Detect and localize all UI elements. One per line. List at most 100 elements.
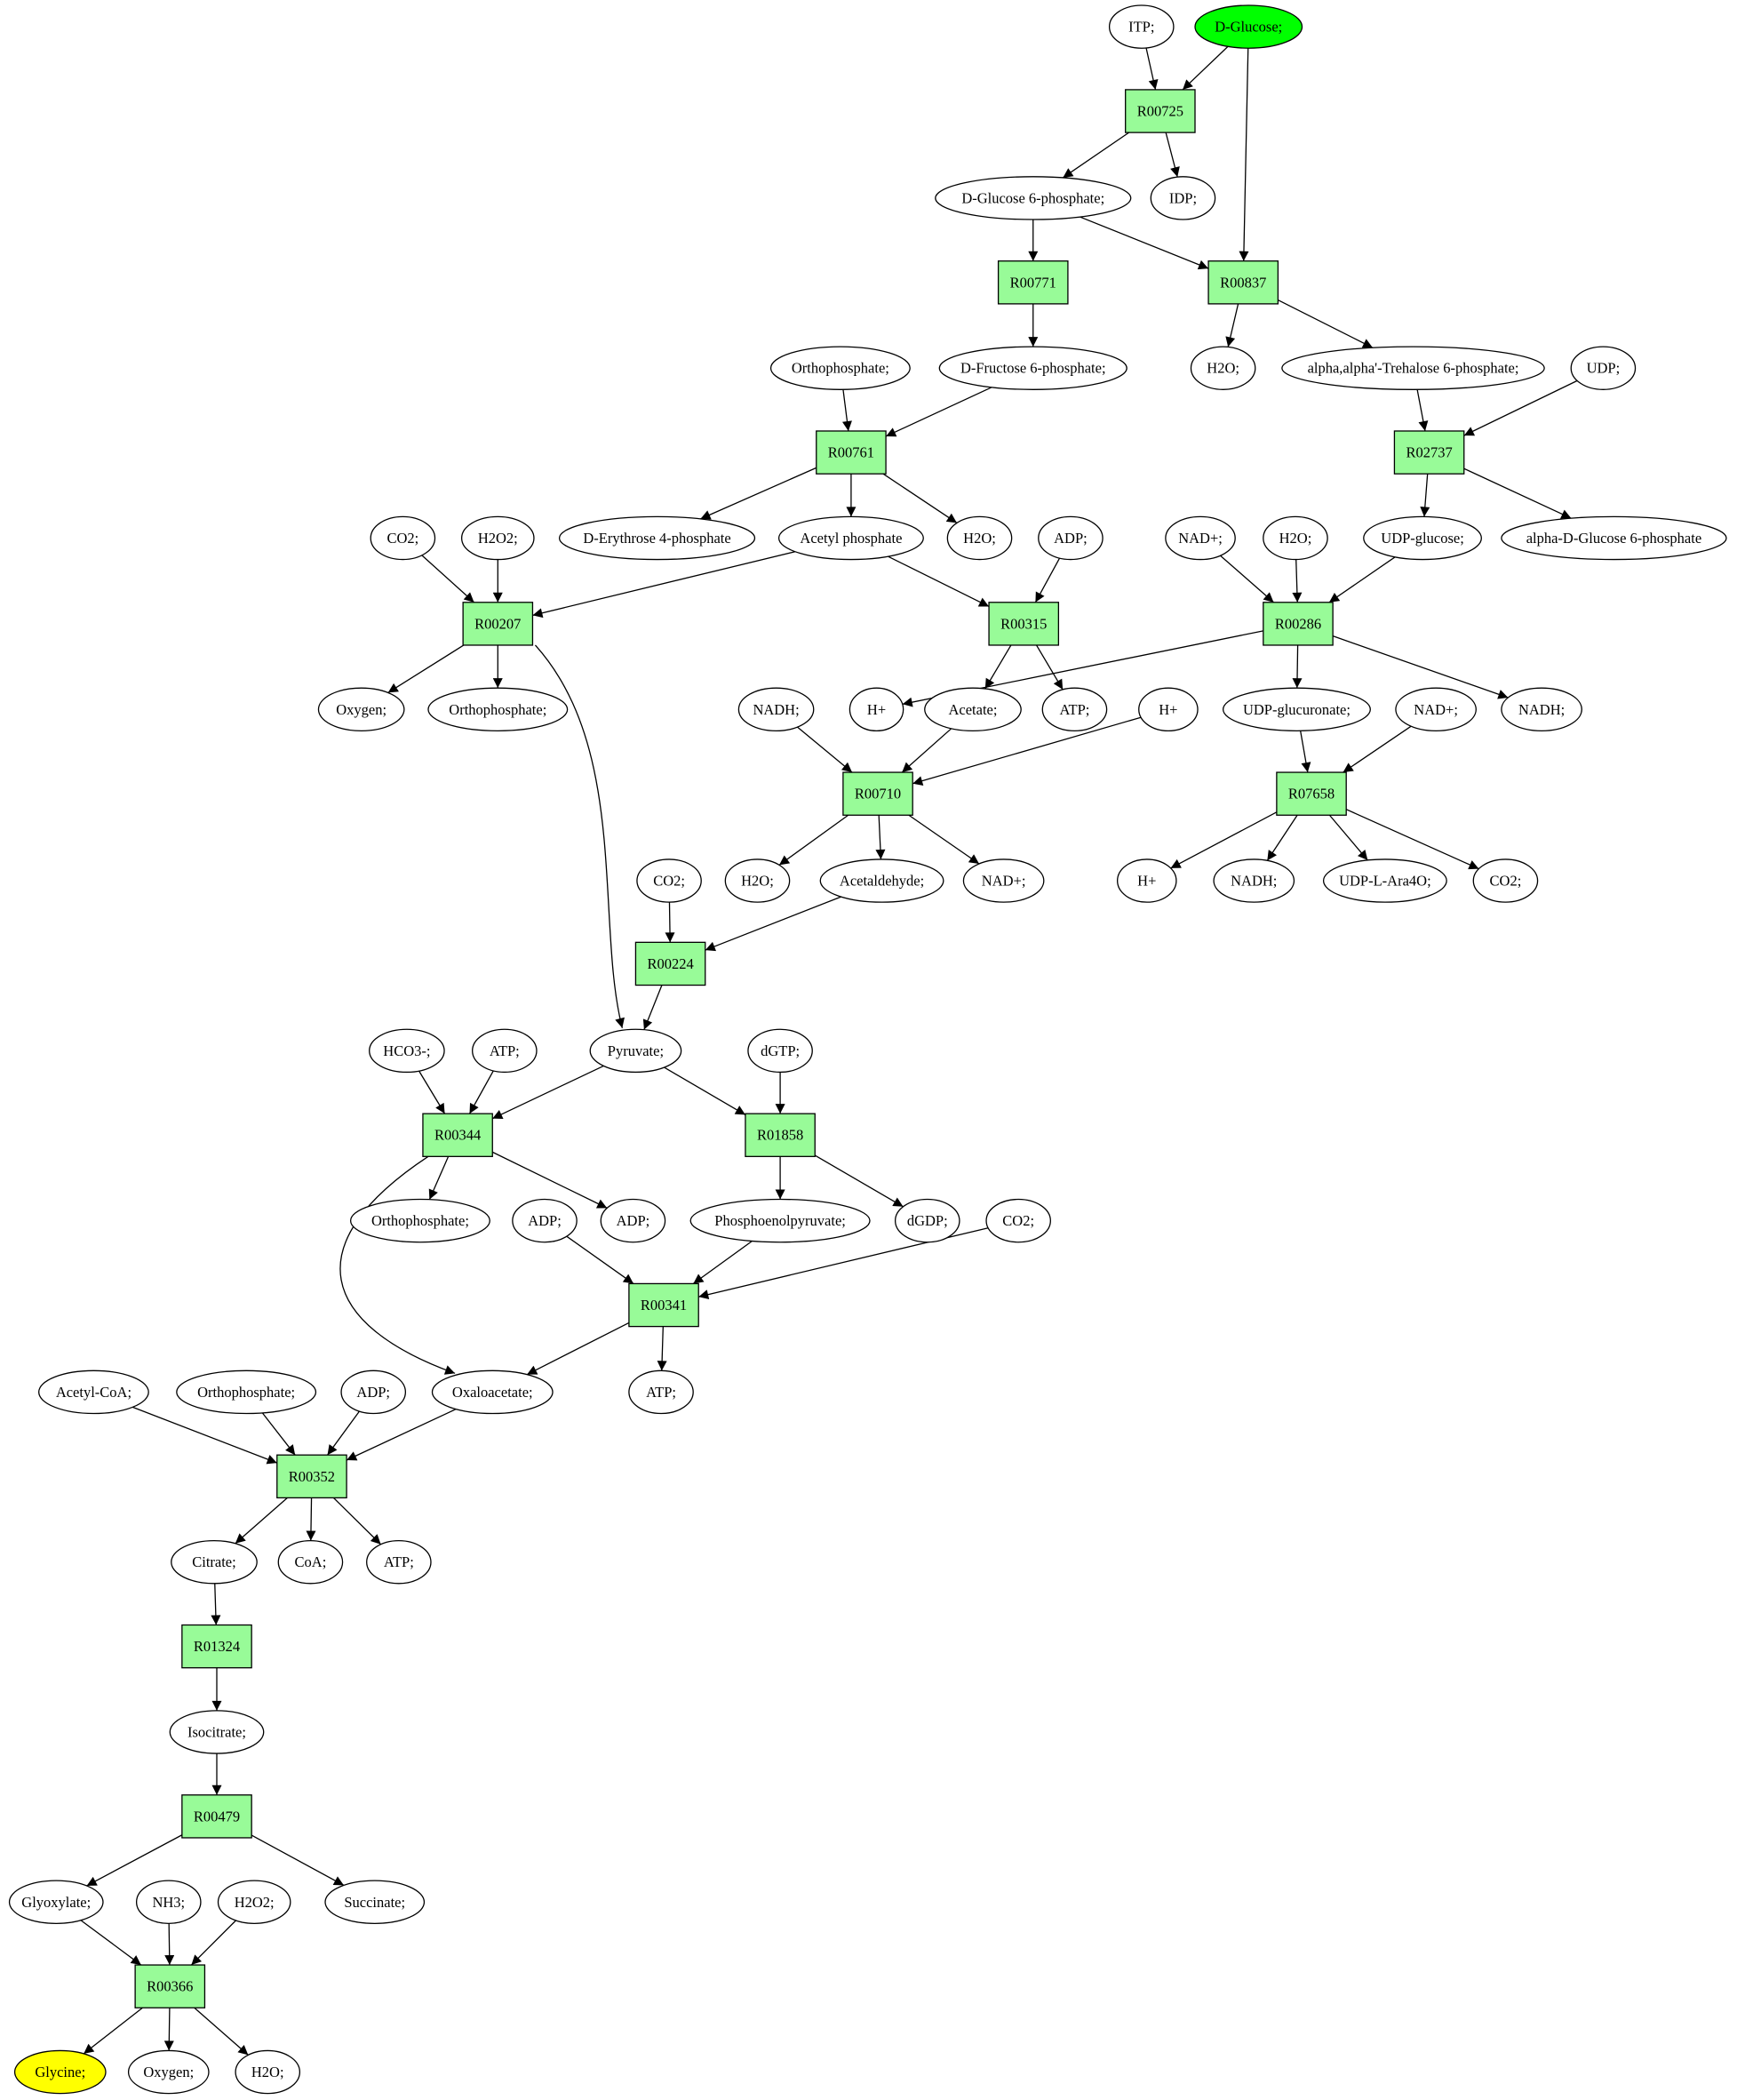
metabolite-atp-4[interactable]: ATP;: [366, 1539, 432, 1585]
reaction-r00837[interactable]: R00837: [1207, 260, 1279, 305]
metabolite-atp-2[interactable]: ATP;: [472, 1028, 538, 1074]
metabolite-h2o-4[interactable]: H2O;: [724, 858, 791, 903]
metabolite-hco3[interactable]: HCO3-;: [369, 1028, 445, 1074]
metabolite-f6p[interactable]: D-Fructose 6-phosphate;: [938, 346, 1127, 390]
node-layer: ITP; D-Glucose; D-Glucose 6-phosphate; IDP;…: [8, 4, 1727, 2095]
metabolite-accoa[interactable]: Acetyl-CoA;: [38, 1369, 149, 1415]
metabolite-pi-3[interactable]: Orthophosphate;: [349, 1198, 490, 1243]
metabolite-idp[interactable]: IDP;: [1150, 176, 1216, 220]
metabolite-h2o2-1[interactable]: H2O2;: [460, 515, 535, 561]
metabolite-ellipse: [171, 1539, 258, 1585]
metabolite-t6p[interactable]: alpha,alpha'-Trehalose 6-phosphate;: [1281, 346, 1545, 390]
metabolite-co2-4[interactable]: CO2;: [985, 1198, 1051, 1243]
metabolite-g6p[interactable]: D-Glucose 6-phosphate;: [935, 176, 1132, 220]
metabolite-h2o-1[interactable]: H2O;: [1190, 346, 1256, 390]
metabolite-ellipse: [985, 1198, 1051, 1243]
metabolite-atp-1[interactable]: ATP;: [1041, 687, 1108, 732]
reaction-r00341[interactable]: R00341: [628, 1282, 699, 1328]
metabolite-label: H2O2;: [235, 1894, 275, 1911]
metabolite-udpglc[interactable]: UDP-glucose;: [1363, 515, 1482, 561]
metabolite-coa[interactable]: CoA;: [277, 1539, 344, 1585]
metabolite-hp-2[interactable]: H+: [1138, 687, 1199, 732]
reaction-r00315[interactable]: R00315: [988, 602, 1060, 646]
metabolite-h2o-2[interactable]: H2O;: [946, 515, 1013, 561]
reaction-r00286[interactable]: R00286: [1263, 602, 1334, 646]
reaction-r02737[interactable]: R02737: [1393, 430, 1465, 475]
metabolite-nadh-3[interactable]: NADH;: [1213, 858, 1295, 903]
metabolite-oxy-1[interactable]: Oxygen;: [317, 687, 405, 732]
metabolite-glyox[interactable]: Glyoxylate;: [8, 1880, 104, 1925]
metabolite-pep[interactable]: Phosphoenolpyruvate;: [689, 1198, 871, 1243]
reaction-r00207[interactable]: R00207: [462, 602, 534, 646]
metabolite-co2-3[interactable]: CO2;: [1472, 858, 1539, 903]
metabolite-isocit[interactable]: Isocitrate;: [169, 1710, 265, 1754]
reaction-r00224[interactable]: R00224: [634, 941, 706, 986]
metabolite-nadh-1[interactable]: NADH;: [1501, 687, 1582, 732]
edge-f6p-to-r00761: [885, 387, 992, 437]
metabolite-udp-1[interactable]: UDP;: [1570, 346, 1637, 390]
edge-r00366-to-glycine: [83, 2007, 143, 2055]
reaction-r00352[interactable]: R00352: [276, 1454, 347, 1499]
metabolite-h2o-3[interactable]: H2O;: [1263, 515, 1328, 561]
reaction-r00771[interactable]: R00771: [997, 260, 1069, 305]
metabolite-acp[interactable]: Acetyl phosphate: [777, 515, 924, 561]
reaction-label: R00837: [1220, 274, 1266, 291]
reaction-r00344[interactable]: R00344: [422, 1113, 493, 1157]
metabolite-label: HCO3-;: [383, 1042, 430, 1059]
metabolite-succ[interactable]: Succinate;: [324, 1880, 426, 1925]
metabolite-acald[interactable]: Acetaldehyde;: [819, 858, 944, 903]
metabolite-hp-1[interactable]: H+: [849, 687, 904, 732]
metabolite-dglucose[interactable]: D-Glucose;: [1194, 4, 1303, 49]
metabolite-adp-1[interactable]: ADP;: [1038, 515, 1104, 561]
metabolite-pi-2[interactable]: Orthophosphate;: [427, 687, 569, 732]
metabolite-nadp-1[interactable]: NAD+;: [1165, 515, 1236, 561]
metabolite-nh3[interactable]: NH3;: [135, 1880, 202, 1925]
metabolite-glycine[interactable]: Glycine;: [13, 2049, 107, 2095]
edge-r02737-to-udpglc: [1420, 474, 1430, 517]
edge-h2o_3-to-r00286: [1292, 559, 1303, 603]
reaction-r01858[interactable]: R01858: [745, 1113, 816, 1157]
metabolite-ellipse: [176, 1369, 317, 1415]
metabolite-pi-4[interactable]: Orthophosphate;: [176, 1369, 317, 1415]
metabolite-nadp-2[interactable]: NAD+;: [1395, 687, 1477, 732]
metabolite-oaa[interactable]: Oxaloacetate;: [431, 1369, 554, 1415]
metabolite-label: H2O2;: [478, 530, 518, 547]
metabolite-citrate[interactable]: Citrate;: [171, 1539, 258, 1585]
metabolite-ellipse: [558, 515, 756, 561]
metabolite-itp[interactable]: ITP;: [1108, 4, 1175, 49]
metabolite-adp-2[interactable]: ADP;: [600, 1198, 666, 1243]
metabolite-hp-3[interactable]: H+: [1116, 858, 1177, 903]
metabolite-adp-3[interactable]: ADP;: [512, 1198, 578, 1243]
reaction-r00479[interactable]: R00479: [181, 1794, 252, 1839]
reaction-r00761[interactable]: R00761: [816, 430, 887, 475]
reaction-r00710[interactable]: R00710: [842, 771, 913, 816]
reaction-r00725[interactable]: R00725: [1125, 89, 1196, 133]
metabolite-oxy-2[interactable]: Oxygen;: [127, 2049, 210, 2095]
metabolite-udpara[interactable]: UDP-L-Ara4O;: [1322, 858, 1447, 903]
metabolite-h2o-5[interactable]: H2O;: [235, 2049, 301, 2095]
reaction-r00366[interactable]: R00366: [134, 1964, 206, 2008]
metabolite-h2o2-2[interactable]: H2O2;: [217, 1880, 291, 1925]
edge-r00725-to-g6p: [1062, 132, 1129, 179]
metabolite-udpglcu[interactable]: UDP-glucuronate;: [1222, 687, 1371, 732]
metabolite-nadh-2[interactable]: NADH;: [737, 687, 815, 732]
metabolite-dgtp[interactable]: dGTP;: [747, 1028, 813, 1074]
reaction-r01324[interactable]: R01324: [181, 1624, 252, 1669]
edge-accoa-to-r00352: [132, 1406, 278, 1465]
metabolite-pi-1[interactable]: Orthophosphate;: [769, 346, 911, 390]
metabolite-ellipse: [589, 1028, 682, 1074]
metabolite-dgdp[interactable]: dGDP;: [894, 1198, 960, 1243]
metabolite-adp-4[interactable]: ADP;: [340, 1369, 407, 1415]
metabolite-co2-2[interactable]: CO2;: [636, 858, 702, 903]
metabolite-pyr[interactable]: Pyruvate;: [589, 1028, 682, 1074]
metabolite-nadp-3[interactable]: NAD+;: [962, 858, 1045, 903]
metabolite-co2-1[interactable]: CO2;: [370, 515, 436, 561]
reaction-r07658[interactable]: R07658: [1276, 771, 1347, 816]
metabolite-e4p[interactable]: D-Erythrose 4-phosphate: [558, 515, 756, 561]
metabolite-atp-3[interactable]: ATP;: [628, 1369, 694, 1415]
metabolite-acetate[interactable]: Acetate;: [924, 687, 1022, 732]
edge-r00761-to-h2o_2: [882, 473, 958, 523]
edge-r07658-to-co2_3: [1345, 809, 1479, 870]
edge-adp_3-to-r00341: [566, 1235, 634, 1284]
metabolite-adg6p[interactable]: alpha-D-Glucose 6-phosphate: [1501, 515, 1727, 561]
